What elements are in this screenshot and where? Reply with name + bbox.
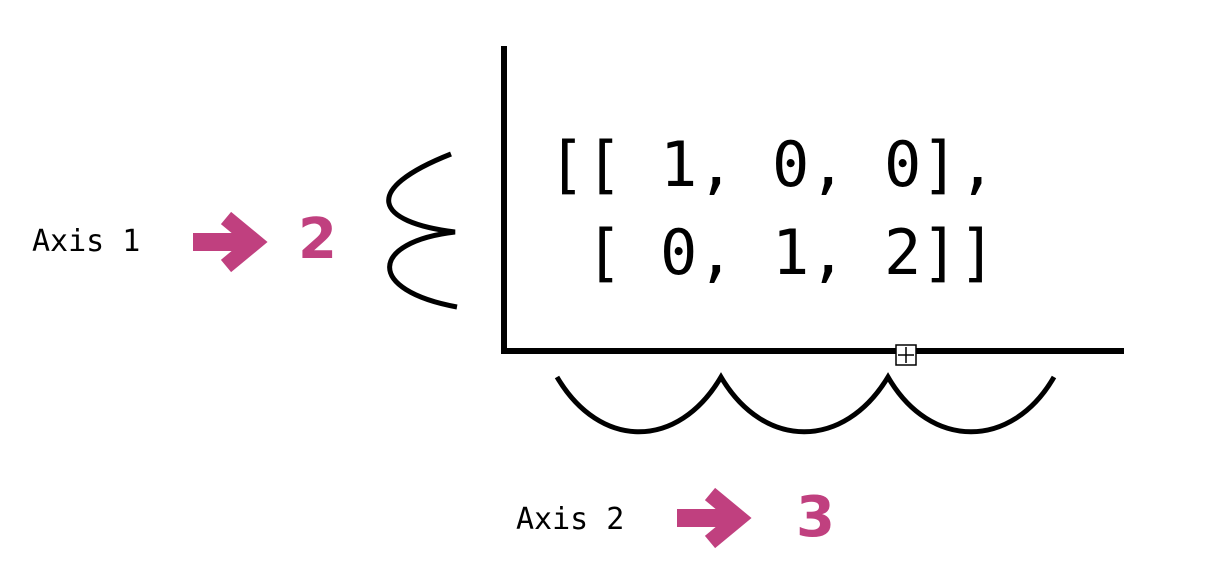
matrix-row-2: [ 0, 1, 2]] — [548, 216, 996, 289]
axis1-size: 2 — [298, 207, 337, 272]
matrix-row-1: [[ 1, 0, 0], — [548, 128, 996, 201]
axis2-brace — [554, 372, 1057, 435]
axis2-size: 3 — [796, 485, 835, 550]
axis2-label: Axis 2 — [516, 502, 625, 537]
axis1-arrow-icon — [193, 211, 268, 273]
crosshair-icon — [895, 344, 917, 366]
axis1-brace — [386, 151, 458, 310]
axis1-label: Axis 1 — [32, 224, 141, 259]
axis2-arrow-icon — [677, 487, 752, 549]
